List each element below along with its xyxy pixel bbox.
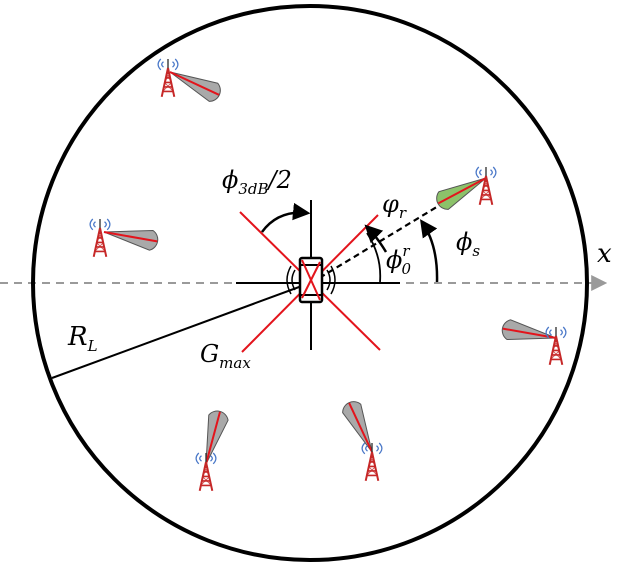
base-station-1 <box>157 58 225 106</box>
half-beamwidth-label: ϕ3dB/2 <box>222 166 292 198</box>
phi-s-arc <box>420 219 439 283</box>
half-beamwidth-arc <box>260 202 311 233</box>
x-axis-label: x <box>597 239 612 269</box>
gain-label: Gmax <box>200 340 251 372</box>
phi-s-label: ϕs <box>456 228 480 260</box>
user-device-icon <box>286 256 336 304</box>
cell-boundary-circle <box>31 4 589 562</box>
base-station-4 <box>499 317 567 366</box>
phi-0-r-arc <box>366 232 382 283</box>
base-station-5 <box>195 407 231 492</box>
base-station-6 <box>338 397 383 482</box>
phi-r-label: φr <box>382 190 407 222</box>
radius-line <box>51 282 311 379</box>
radius-label: RL <box>67 322 98 355</box>
phi-r-arc <box>364 224 388 253</box>
base-station-2 <box>89 218 161 258</box>
base-station-3-serving <box>432 166 497 214</box>
